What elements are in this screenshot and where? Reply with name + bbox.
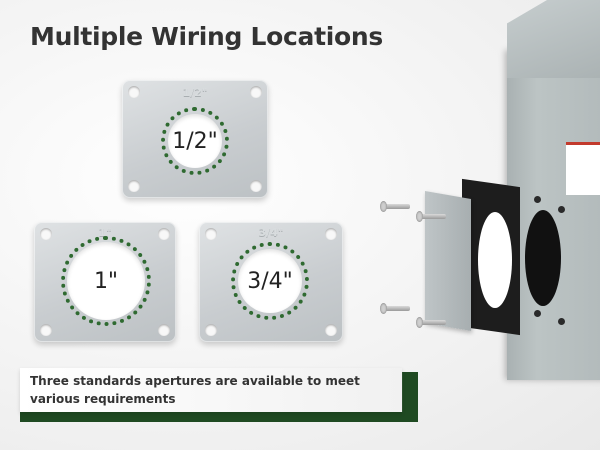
cover-plate xyxy=(425,190,471,332)
mounting-hole xyxy=(158,228,170,240)
plate-half-inch: 1/2" 1/2" xyxy=(122,80,268,198)
enclosure-screw xyxy=(534,310,541,317)
enclosure-box xyxy=(507,50,600,380)
knockout-ring xyxy=(61,236,151,326)
mounting-hole xyxy=(128,86,140,98)
enclosure-screw xyxy=(558,206,565,213)
headline: Multiple Wiring Locations xyxy=(30,22,383,51)
mounting-hole xyxy=(205,324,217,336)
plate-size-label: 1/2" xyxy=(172,128,218,154)
mounting-hole xyxy=(128,180,140,192)
screw xyxy=(416,211,446,222)
aperture: 3/4" xyxy=(238,249,302,313)
enclosure-screw xyxy=(534,196,541,203)
plate-engraving: 1" xyxy=(98,226,112,239)
plate-one-inch: 1" 1" xyxy=(34,222,176,342)
enclosure-top xyxy=(507,0,600,78)
mounting-hole xyxy=(40,228,52,240)
enclosure-screw xyxy=(558,318,565,325)
knockout-ring xyxy=(161,107,229,175)
screw xyxy=(380,303,410,314)
mounting-hole xyxy=(250,86,262,98)
screw xyxy=(416,317,446,328)
mounting-hole xyxy=(325,228,337,240)
caption-box: Three standards apertures are available … xyxy=(20,368,402,412)
aperture: 1/2" xyxy=(168,114,222,168)
caption-text: Three standards apertures are available … xyxy=(30,374,360,406)
enclosure-opening xyxy=(525,210,561,306)
mounting-hole xyxy=(40,324,52,336)
mounting-hole xyxy=(325,324,337,336)
mounting-hole xyxy=(158,324,170,336)
plate-engraving: 1/2" xyxy=(182,86,208,99)
knockout-ring xyxy=(231,242,309,320)
warning-label xyxy=(566,142,600,195)
plate-three-quarter-inch: 3/4" 3/4" xyxy=(199,222,343,342)
mounting-hole xyxy=(205,228,217,240)
gasket-opening xyxy=(478,212,512,308)
plate-size-label: 3/4" xyxy=(247,268,293,294)
aperture: 1" xyxy=(67,242,145,320)
mounting-hole xyxy=(250,180,262,192)
plate-size-label: 1" xyxy=(93,268,119,294)
plate-engraving: 3/4" xyxy=(258,226,284,239)
screw xyxy=(380,201,410,212)
